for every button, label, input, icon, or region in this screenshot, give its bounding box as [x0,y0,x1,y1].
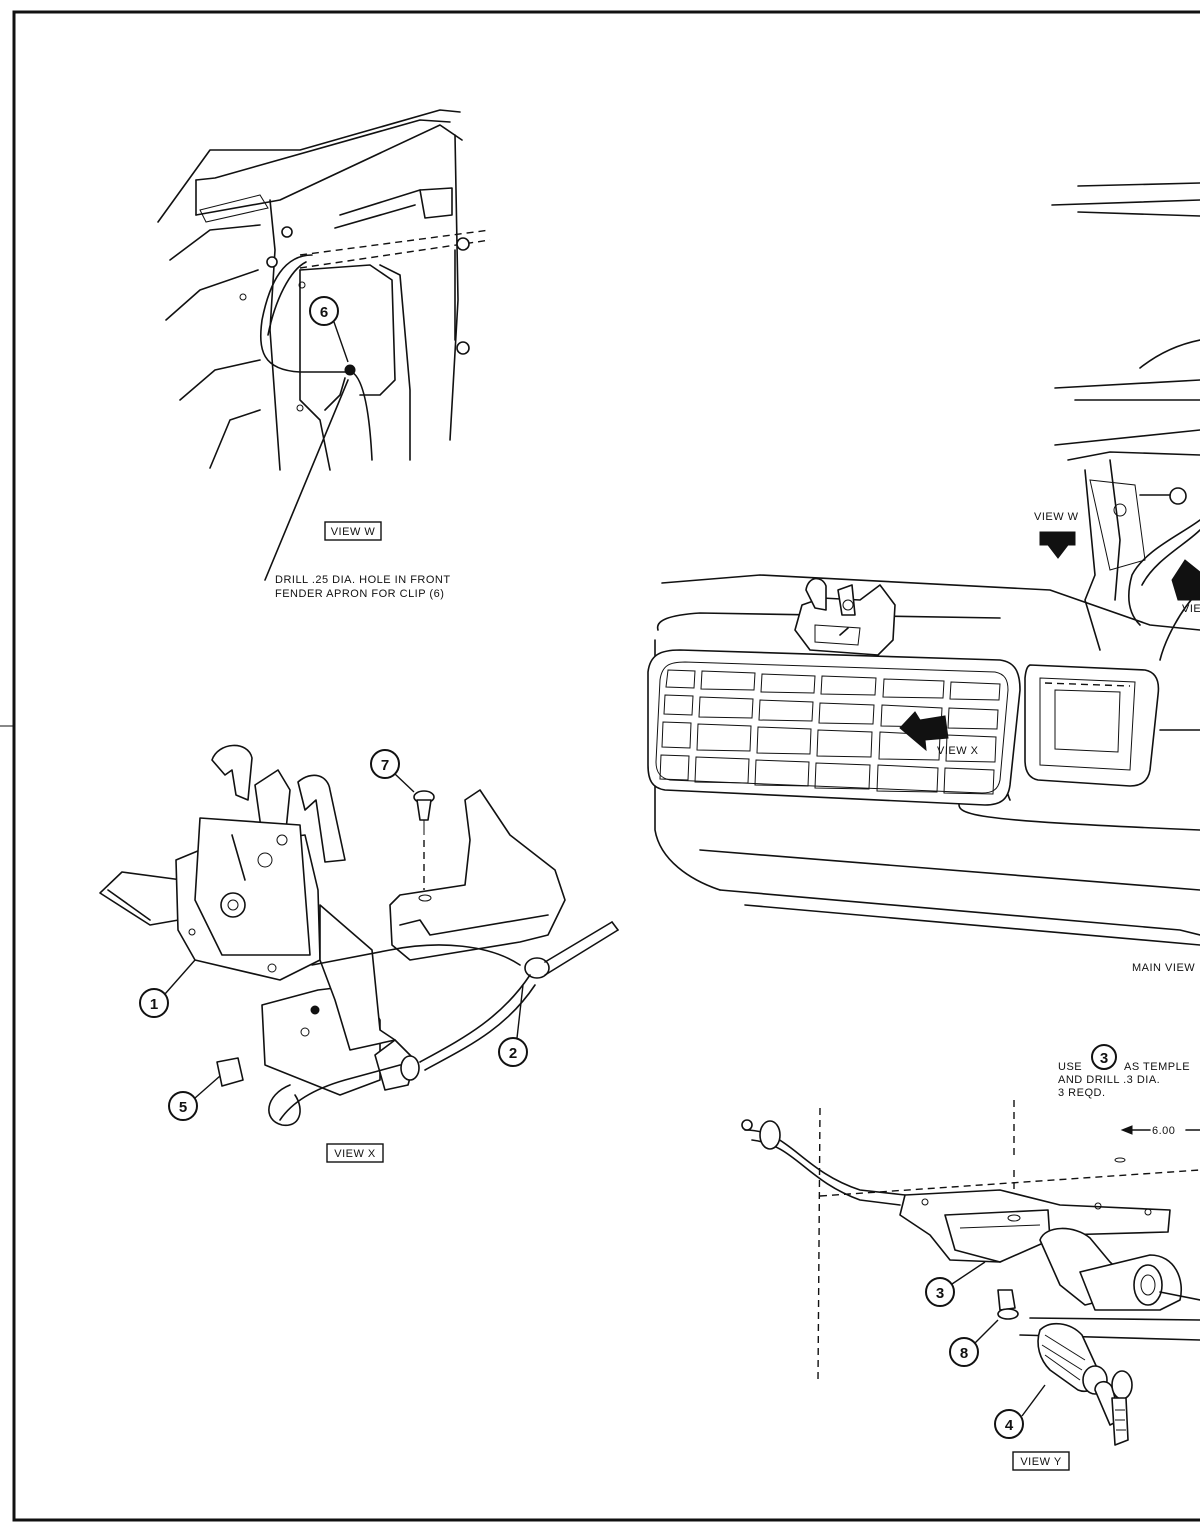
callout-6: 6 [309,296,349,363]
view-w-arrow-label: VIEW W [1034,511,1079,523]
view-arrow-partial [1171,559,1200,601]
view-y-note-callout-3: 3 [1100,1050,1108,1067]
callout-6-text: 6 [320,304,328,321]
callout-4: 4 [994,1384,1046,1439]
view-w-label: VIEW W [331,526,376,538]
view-y-dimension: 6.00 [1152,1125,1175,1137]
callout-3-text: 3 [936,1285,944,1302]
view-x-drawing [99,744,619,1126]
callout-2-text: 2 [509,1045,517,1062]
callout-1-text: 1 [150,996,158,1013]
view-arrow-partial-label: VIE [1182,603,1200,615]
callout-8: 8 [949,1319,999,1367]
callout-2: 2 [498,984,528,1067]
main-view-label: MAIN VIEW [1132,962,1195,974]
view-w-note-line2: FENDER APRON FOR CLIP (6) [275,588,444,600]
view-w-drawing [157,109,491,581]
callout-5: 5 [168,1075,221,1121]
page-border [12,10,1200,1522]
main-view-drawing [647,182,1200,946]
view-w-label-box: VIEW W [324,521,382,541]
callout-4-text: 4 [1005,1417,1014,1434]
view-x-label-box: VIEW X [326,1143,384,1163]
callout-7: 7 [370,749,415,793]
view-y-note-line3: AND DRILL .3 DIA. [1058,1074,1160,1086]
view-y-note: USE 3 AS TEMPLE AND DRILL .3 DIA. 3 REQD… [1058,1044,1190,1099]
callout-7-text: 7 [381,757,389,774]
view-w-note-line1: DRILL .25 DIA. HOLE IN FRONT [275,574,451,586]
view-x-label: VIEW X [334,1148,376,1160]
callout-3: 3 [925,1261,986,1307]
view-x-arrow-label: VIEW X [937,745,979,757]
view-x-arrow [899,711,949,752]
view-y-label: VIEW Y [1020,1456,1061,1468]
view-y-note-line2: AS TEMPLE [1124,1061,1190,1073]
view-y-note-line1: USE [1058,1061,1082,1073]
view-y-label-box: VIEW Y [1012,1451,1070,1471]
view-y-note-line4: 3 REQD. [1058,1087,1106,1099]
view-y-drawing [741,1100,1200,1446]
view-w-arrow [1039,531,1076,559]
callout-8-text: 8 [960,1345,968,1362]
callout-5-text: 5 [179,1099,187,1116]
callout-1: 1 [139,959,196,1018]
